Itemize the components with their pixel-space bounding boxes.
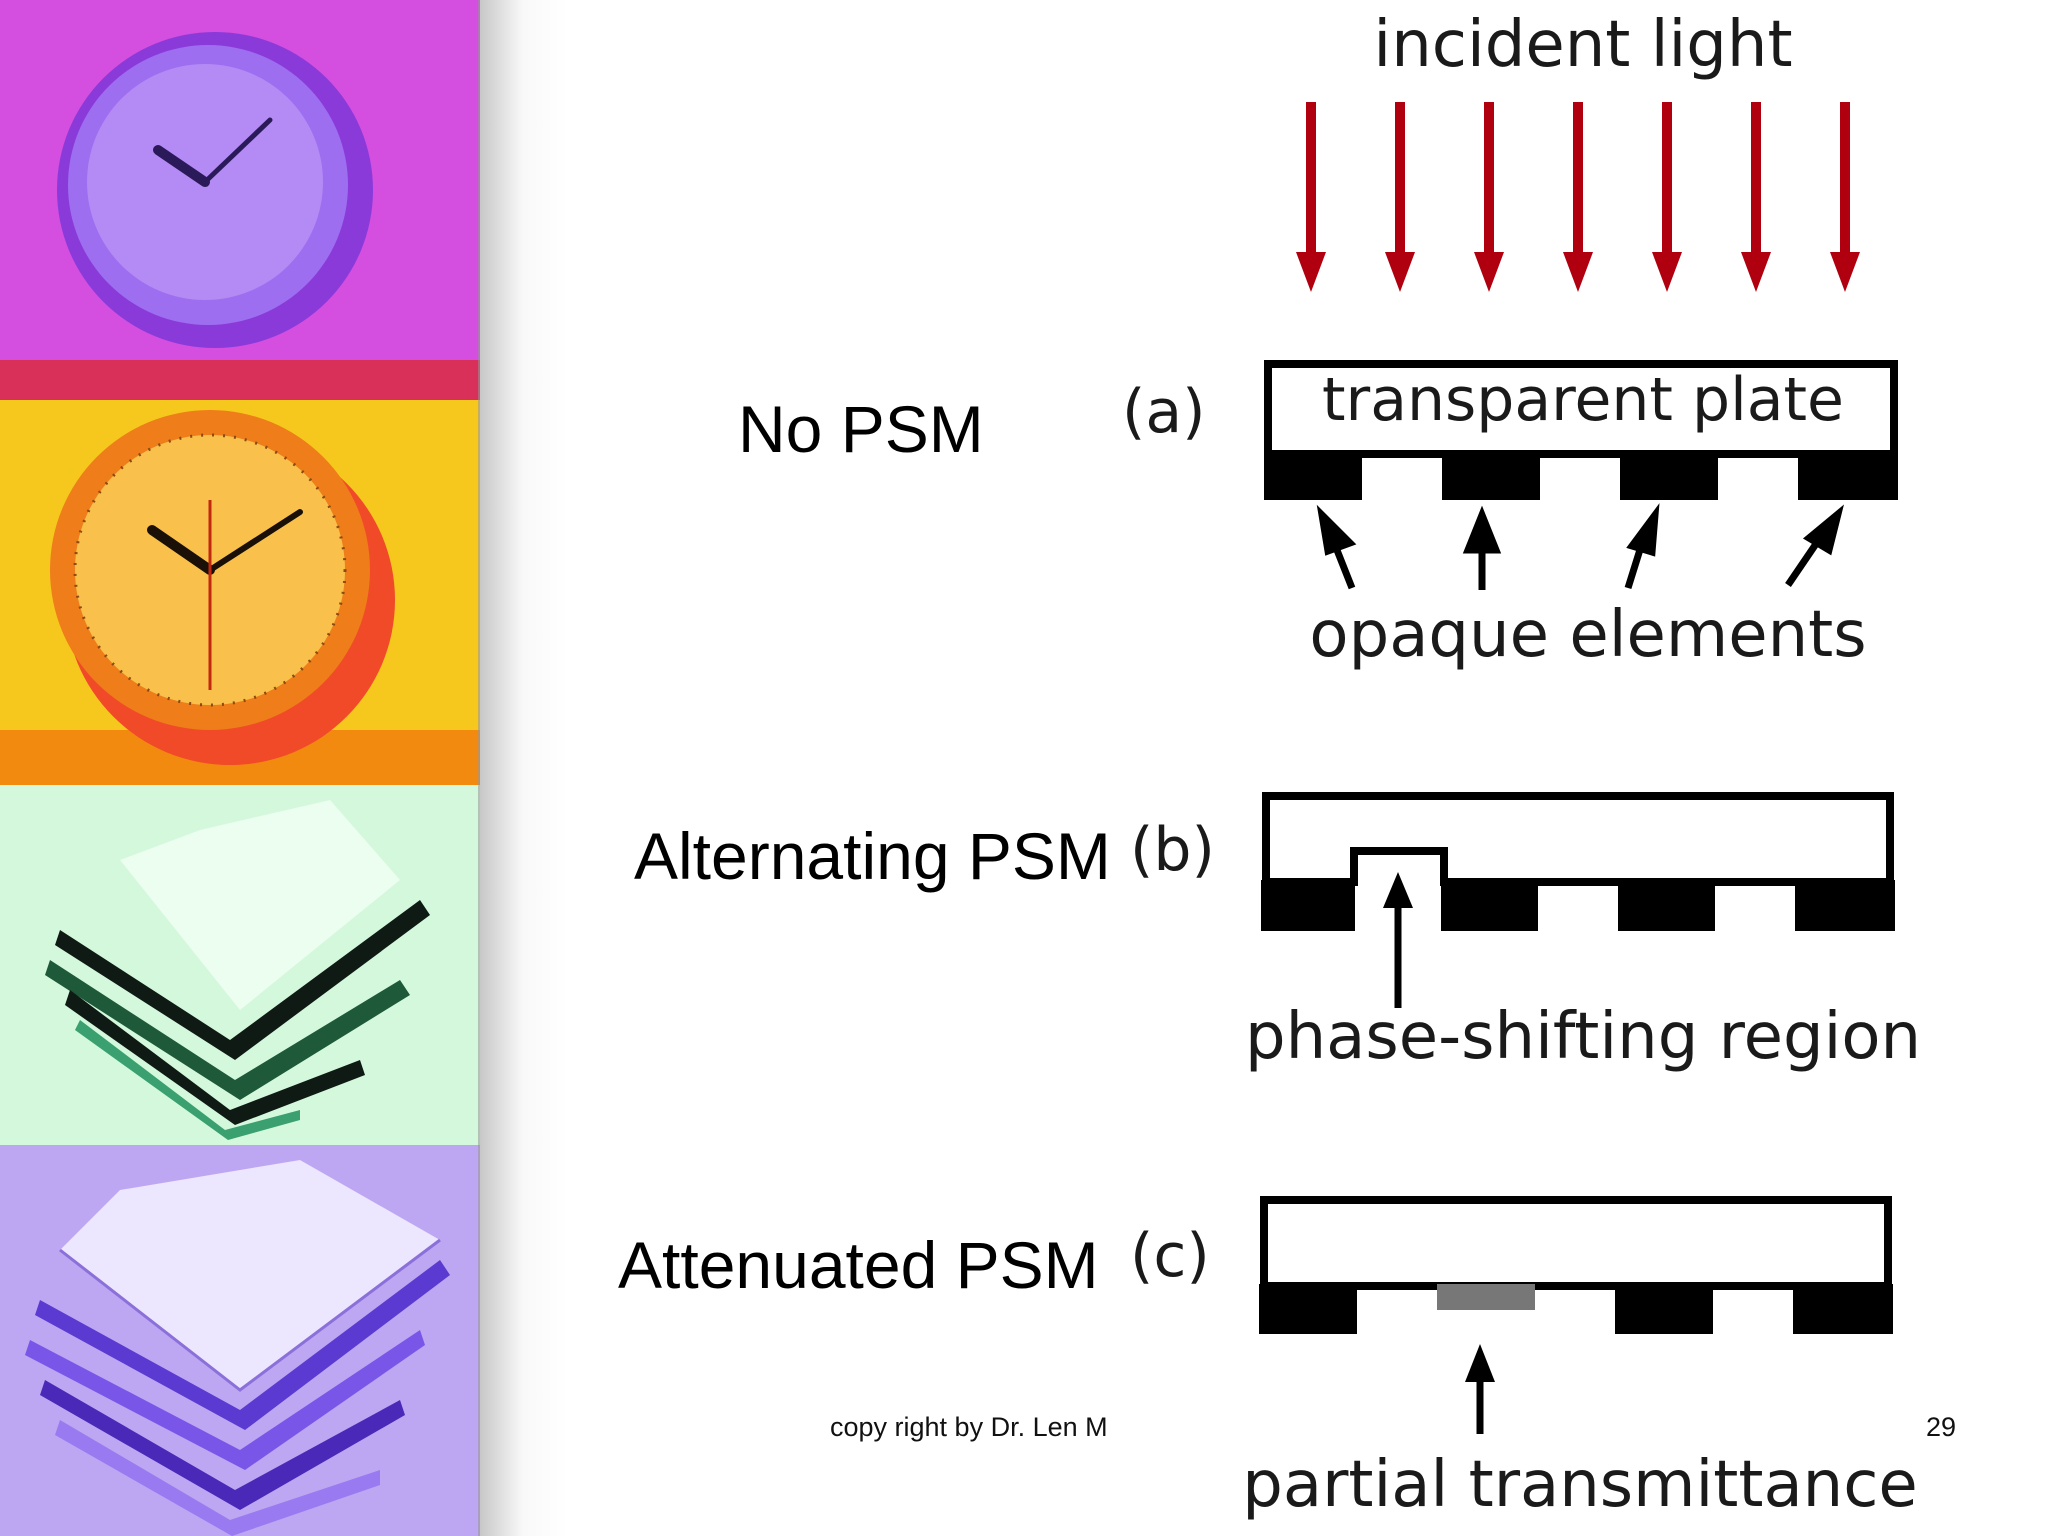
- decorative-image-strip: [0, 0, 480, 1536]
- phase-shifting-region-label: phase-shifting region: [1245, 1000, 1921, 1074]
- light-arrow: [1741, 102, 1771, 292]
- mask-b: [1261, 792, 1895, 931]
- opaque-element-arrows: [1316, 503, 1844, 590]
- panel-tag-b: (b): [1130, 815, 1215, 885]
- panel-tag-a: (a): [1122, 377, 1206, 447]
- incident-light-label: incident light: [1373, 8, 1792, 82]
- papers-image-violet: [0, 1145, 480, 1536]
- light-arrow: [1652, 102, 1682, 292]
- sidebar-shadow: [478, 0, 568, 1536]
- clock-image-magenta: [0, 0, 480, 400]
- label-attenuated-psm: Attenuated PSM: [618, 1228, 1099, 1302]
- slide-number: 29: [1926, 1412, 1957, 1442]
- label-alternating-psm: Alternating PSM: [634, 819, 1111, 893]
- incident-light-arrows: [1296, 102, 1860, 292]
- papers-image-green: [0, 785, 480, 1145]
- partial-transmittance-arrow: [1465, 1344, 1495, 1434]
- footer-copyright: copy right by Dr. Len M: [830, 1412, 1108, 1442]
- partial-transmittance-label: partial transmittance: [1242, 1448, 1918, 1522]
- light-arrow: [1474, 102, 1504, 292]
- light-arrow: [1385, 102, 1415, 292]
- transparent-plate-label: transparent plate: [1322, 365, 1844, 435]
- light-arrow: [1830, 102, 1860, 292]
- mask-c: [1259, 1196, 1893, 1334]
- opaque-elements-label: opaque elements: [1309, 598, 1866, 672]
- light-arrow: [1296, 102, 1326, 292]
- clock-image-orange: [0, 400, 480, 785]
- panel-tag-c: (c): [1130, 1221, 1210, 1291]
- light-arrow: [1563, 102, 1593, 292]
- label-no-psm: No PSM: [738, 392, 984, 466]
- mask-a: [1264, 360, 1898, 500]
- phase-shift-arrow: [1383, 872, 1413, 1008]
